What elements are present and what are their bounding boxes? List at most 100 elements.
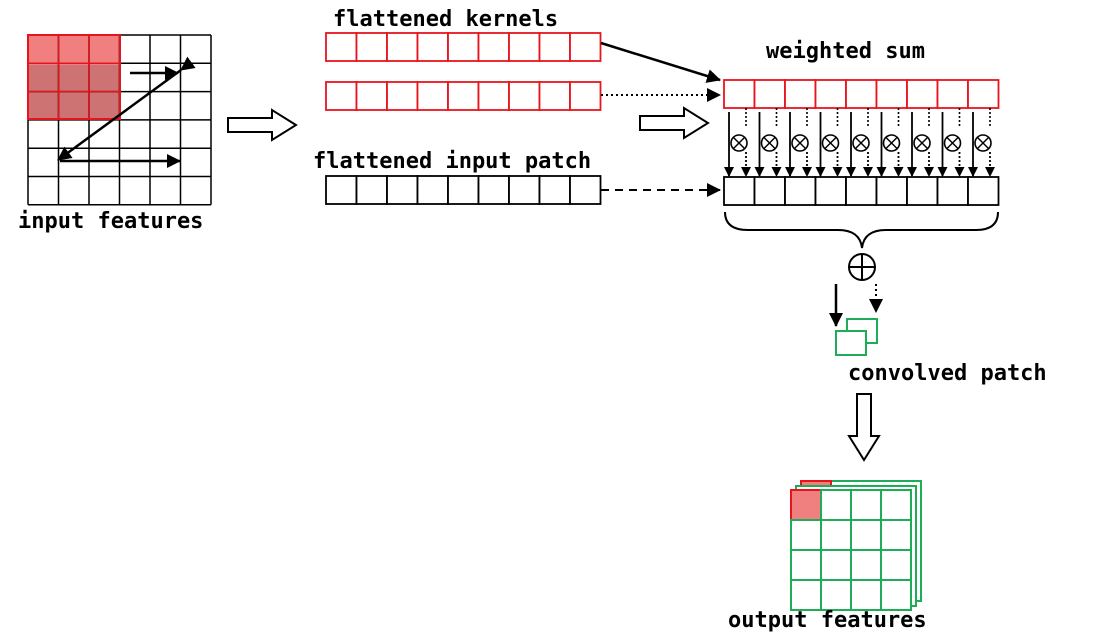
kernel-cell — [355, 81, 388, 111]
add-symbol — [848, 253, 876, 281]
patch-cell — [416, 175, 449, 205]
input-features-grid — [27, 34, 212, 206]
output-cell — [850, 519, 882, 551]
weighted-kernel-cell — [723, 79, 756, 109]
flattened-kernels-label: flattened kernels — [333, 7, 558, 32]
kernel-cell — [416, 32, 449, 62]
weighted-patch-cell — [784, 176, 817, 206]
kernel-cell — [447, 32, 480, 62]
weighted-kernel-cell — [906, 79, 939, 109]
flattened-input-patch-row — [325, 175, 602, 205]
weighted-patch-cell — [845, 176, 878, 206]
multiply-op — [785, 108, 812, 177]
kernel-cell — [325, 81, 358, 111]
kernel-cell — [538, 32, 571, 62]
weighted-patch-cell — [814, 176, 847, 206]
output-cell — [880, 489, 912, 521]
convolved-patch-label: convolved patch — [848, 361, 1047, 386]
weighted-kernel-cell — [753, 79, 786, 109]
weighted-patch-cell — [936, 176, 969, 206]
weighted-sum-label: weighted sum — [766, 39, 925, 64]
flow-arrow-down — [847, 393, 881, 462]
weighted-kernel-cell — [967, 79, 1000, 109]
kernel-cell — [569, 32, 602, 62]
output-cell — [850, 549, 882, 581]
multiply-op — [846, 108, 873, 177]
multiply-op — [876, 108, 904, 177]
multiply-operations — [724, 108, 995, 177]
multiply-icon-stroke — [946, 137, 959, 149]
multiply-op — [754, 108, 782, 177]
multiply-icon-stroke — [794, 137, 806, 149]
output-cell — [880, 519, 912, 551]
output-cell — [850, 489, 882, 521]
kernel-cell — [386, 32, 419, 62]
multiply-op — [724, 108, 751, 177]
patch-cell — [508, 175, 541, 205]
weighted-kernel-cell — [936, 79, 969, 109]
kernel-cell — [447, 81, 480, 111]
convolved-patch-icon — [835, 318, 878, 356]
output-cell — [790, 519, 822, 551]
multiply-icon-stroke — [733, 137, 745, 149]
patch-cell — [447, 175, 480, 205]
output-cell — [880, 579, 912, 611]
patch-cell — [477, 175, 510, 205]
weighted-kernel-cell — [845, 79, 878, 109]
input-features-label: input features — [18, 209, 203, 234]
patch-cell — [355, 175, 388, 205]
output-cell — [820, 579, 852, 611]
kernel-cell — [325, 32, 358, 62]
multiply-op — [968, 108, 995, 177]
multiply-icon-stroke — [885, 137, 898, 149]
flattened-kernel-row-2 — [325, 81, 602, 111]
sum-brace — [724, 211, 999, 249]
output-cell — [880, 549, 912, 581]
multiply-op — [815, 108, 843, 177]
weighted-patch-cell — [906, 176, 939, 206]
output-cell — [820, 519, 852, 551]
patch-cell — [538, 175, 571, 205]
kernel-cell — [477, 32, 510, 62]
output-cell-active — [790, 489, 822, 521]
output-cell — [790, 549, 822, 581]
weighted-kernel-cell — [784, 79, 817, 109]
kernel-cell — [508, 32, 541, 62]
multiply-icon-stroke — [763, 137, 776, 149]
output-features-label: output features — [728, 608, 927, 633]
patch-cell — [386, 175, 419, 205]
output-cell — [820, 489, 852, 521]
weighted-patch-cell — [753, 176, 786, 206]
output-features-grid — [790, 480, 922, 611]
kernel-cell — [508, 81, 541, 111]
kernel-cell — [477, 81, 510, 111]
kernel-connector-solid — [600, 41, 721, 83]
multiply-icon-stroke — [916, 137, 928, 149]
scan-arrow-diagonal — [57, 56, 196, 162]
multiply-icon-stroke — [855, 137, 867, 149]
weighted-kernel-cell — [875, 79, 908, 109]
weighted-sum-patch-row — [723, 176, 1000, 206]
kernel-cell — [355, 32, 388, 62]
flattened-kernel-row-1 — [325, 32, 602, 62]
multiply-icon-stroke — [977, 137, 989, 149]
multiply-icon-stroke — [824, 137, 837, 149]
flattened-input-patch-label: flattened input patch — [313, 149, 591, 174]
flow-arrow-1 — [227, 108, 298, 142]
weighted-sum-kernel-row — [723, 79, 1000, 109]
output-cell — [820, 549, 852, 581]
multiply-op — [937, 108, 965, 177]
weighted-patch-cell — [875, 176, 908, 206]
weighted-patch-cell — [723, 176, 756, 206]
output-front-layer — [790, 489, 912, 611]
multiply-op — [907, 108, 934, 177]
output-cell — [790, 579, 822, 611]
weighted-kernel-cell — [814, 79, 847, 109]
kernel-cell — [538, 81, 571, 111]
kernel-cell — [416, 81, 449, 111]
kernel-cell — [386, 81, 419, 111]
output-cell — [850, 579, 882, 611]
weighted-patch-cell — [967, 176, 1000, 206]
flow-arrow-2 — [639, 106, 710, 140]
